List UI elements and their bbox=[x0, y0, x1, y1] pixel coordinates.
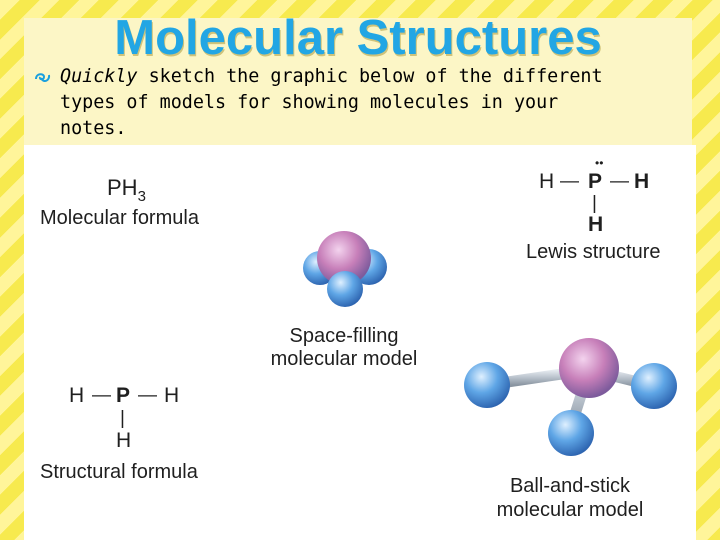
space-filling-phosphorus bbox=[317, 231, 371, 285]
lewis-bond-down: | bbox=[592, 193, 597, 214]
ball-and-stick-model bbox=[464, 338, 677, 456]
structural-h-bottom: H bbox=[116, 429, 131, 452]
lewis-structure: •• H — P — H | H bbox=[539, 156, 649, 236]
lewis-p: P bbox=[588, 170, 602, 193]
molecule-models-figure: PH3 Molecular formula Space-filling mole… bbox=[24, 145, 696, 540]
ball-stick-label-line-2: molecular model bbox=[497, 499, 644, 521]
structural-p: P bbox=[116, 384, 130, 407]
ball-phosphorus bbox=[559, 338, 619, 398]
lewis-bond-right: — bbox=[610, 171, 629, 192]
structural-bond-left: — bbox=[92, 385, 111, 406]
ball-hydrogen-right bbox=[631, 363, 677, 409]
ball-hydrogen-bottom bbox=[548, 410, 594, 456]
formula-ph3: PH3 bbox=[107, 175, 146, 205]
space-filling-hydrogen-bottom bbox=[327, 271, 363, 307]
structural-bond-down: | bbox=[120, 408, 125, 429]
space-filling-model bbox=[303, 231, 387, 307]
lewis-h-left: H bbox=[539, 170, 554, 193]
instruction-bullet: Quickly sketch the graphic below of the … bbox=[30, 64, 670, 142]
bullet-swirl-icon bbox=[35, 73, 51, 82]
ball-hydrogen-left bbox=[464, 362, 510, 408]
lewis-structure-label: Lewis structure bbox=[526, 241, 661, 263]
instruction-line-1: sketch the graphic below of the differen… bbox=[137, 66, 603, 87]
space-filling-label-line-2: molecular model bbox=[271, 348, 418, 370]
instruction-text: Quickly sketch the graphic below of the … bbox=[30, 64, 670, 142]
figure-canvas: PH3 Molecular formula Space-filling mole… bbox=[40, 156, 677, 521]
molecular-formula-label: Molecular formula bbox=[40, 207, 200, 229]
structural-h-right: H bbox=[164, 384, 179, 407]
lewis-h-bottom: H bbox=[588, 213, 603, 236]
lewis-bond-left: — bbox=[560, 171, 579, 192]
instruction-line-3: notes. bbox=[60, 118, 127, 139]
instruction-line-2: types of models for showing molecules in… bbox=[60, 92, 559, 113]
structural-formula: H — P — H | H bbox=[69, 384, 179, 452]
structural-h-left: H bbox=[69, 384, 84, 407]
structural-formula-label: Structural formula bbox=[40, 461, 199, 483]
instruction-emphasis: Quickly bbox=[60, 66, 138, 87]
structural-bond-right: — bbox=[138, 385, 157, 406]
space-filling-label-line-1: Space-filling bbox=[290, 325, 399, 347]
lewis-lone-pair: •• bbox=[595, 156, 603, 170]
slide-title: Molecular Structures bbox=[114, 11, 602, 65]
ball-stick-label-line-1: Ball-and-stick bbox=[510, 475, 631, 497]
lewis-h-right: H bbox=[634, 170, 649, 193]
